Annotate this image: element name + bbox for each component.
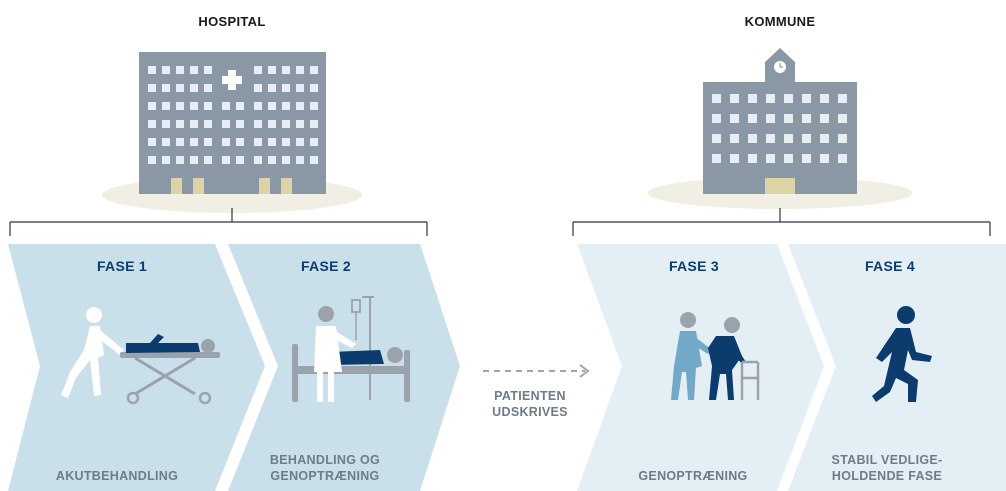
hospital-bed-icon — [292, 296, 410, 402]
discharge-label-line1: PATIENTEN — [494, 389, 566, 403]
phase4-label: STABIL VEDLIGE- HOLDENDE FASE — [802, 452, 972, 484]
phase1-label: AKUTBEHANDLING — [55, 469, 179, 483]
walking-person-icon — [872, 306, 932, 402]
discharge-arrow-icon — [483, 364, 590, 378]
rehab-walker-icon — [671, 312, 760, 400]
phase3-label: GENOPTRÆNING — [638, 469, 748, 483]
discharge-label: PATIENTEN UDSKRIVES — [470, 388, 590, 420]
stretcher-icon — [61, 307, 220, 405]
phase2-label-line1: BEHANDLING OG — [269, 453, 381, 467]
phase3-title: FASE 3 — [668, 258, 720, 274]
kommune-bracket — [572, 208, 991, 236]
hospital-heading: HOSPITAL — [198, 14, 266, 29]
phase1-chevron — [8, 244, 265, 491]
kommune-heading: KOMMUNE — [744, 14, 816, 29]
discharge-label-line2: UDSKRIVES — [492, 405, 568, 419]
phase2-label: BEHANDLING OG GENOPTRÆNING — [240, 452, 410, 484]
phase2-label-line2: GENOPTRÆNING — [270, 469, 380, 483]
hospital-building-icon — [139, 52, 326, 194]
phase2-title: FASE 2 — [300, 258, 352, 274]
phase1-title: FASE 1 — [96, 258, 148, 274]
phase4-label-line1: STABIL VEDLIGE- — [831, 453, 943, 467]
kommune-building-icon — [703, 48, 857, 194]
phase4-title: FASE 4 — [864, 258, 916, 274]
hospital-bracket — [9, 208, 428, 236]
phase4-label-line2: HOLDENDE FASE — [831, 469, 943, 483]
hospital-cross-icon — [222, 70, 242, 90]
phase3-chevron — [577, 244, 824, 491]
